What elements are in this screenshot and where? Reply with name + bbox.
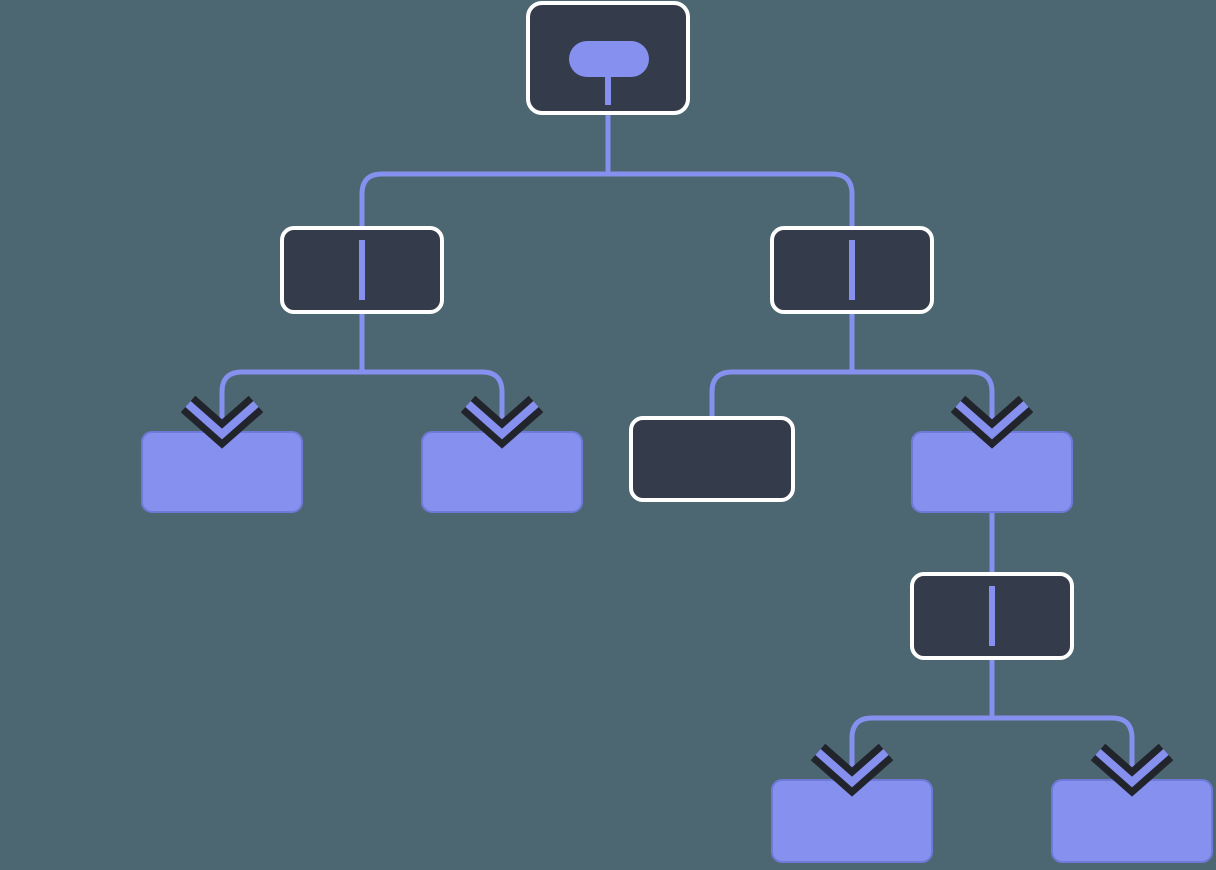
tree-node-n7[interactable] <box>910 572 1074 660</box>
edge-arrowhead <box>810 743 894 797</box>
edge-arrowhead <box>1090 743 1174 797</box>
arrowhead-light-chevron <box>955 401 1029 440</box>
edge-connector <box>989 658 1135 800</box>
edge-connector <box>709 312 855 418</box>
node-body[interactable] <box>629 416 795 502</box>
edge-connector <box>359 113 611 228</box>
arrowhead-light-chevron <box>815 749 889 788</box>
tree-node-n1[interactable] <box>280 226 444 314</box>
tree-node-n5[interactable] <box>629 416 795 502</box>
node-pill-badge <box>569 41 649 77</box>
edge-arrowhead <box>950 395 1034 449</box>
edge-connector <box>605 113 855 228</box>
tree-node-n2[interactable] <box>770 226 934 314</box>
arrowhead-light-chevron <box>1095 749 1169 788</box>
arrowhead-light-chevron <box>465 401 539 440</box>
edge-arrowhead <box>180 395 264 449</box>
edge-connector <box>849 658 995 800</box>
edge-arrowhead <box>460 395 544 449</box>
edge-connector <box>359 312 505 452</box>
edges-layer <box>219 113 1135 800</box>
arrowheads-layer <box>180 395 1174 797</box>
arrowhead-light-chevron <box>185 401 259 440</box>
edge-connector <box>849 312 995 452</box>
tree-node-n0[interactable] <box>526 1 690 115</box>
edge-connector <box>219 312 365 452</box>
nodes-layer <box>141 1 1213 863</box>
